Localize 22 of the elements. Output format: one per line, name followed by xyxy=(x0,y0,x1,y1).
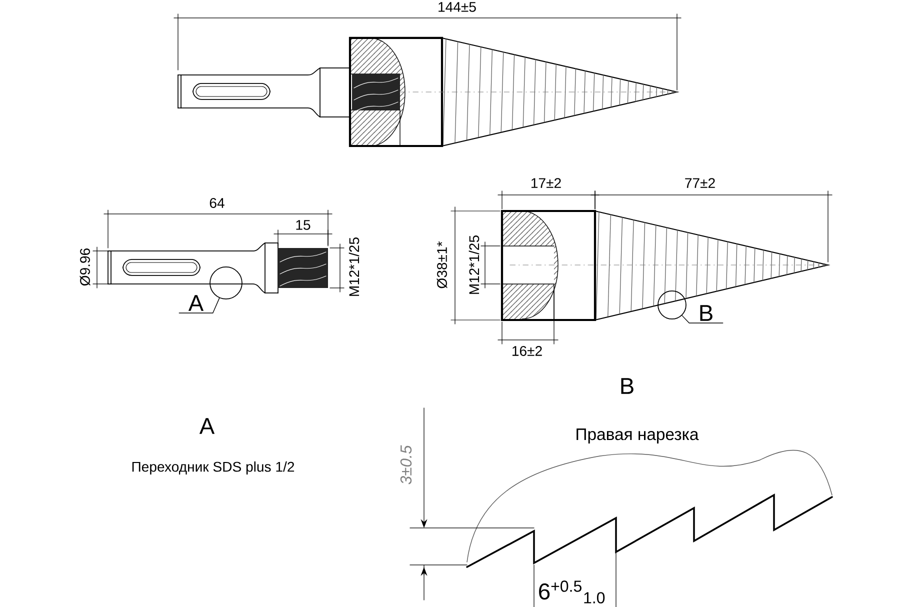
detail-circle xyxy=(210,266,242,300)
detail-title: Правая нарезка xyxy=(576,428,699,444)
dimension-label: 3±0.5 xyxy=(400,445,412,484)
dimension-label: 15 xyxy=(296,220,310,230)
dimension-label: M12*1/25 xyxy=(348,238,360,296)
view-title: A xyxy=(199,418,215,434)
dimension-label: M12*1/25 xyxy=(468,236,480,294)
view-title: B xyxy=(621,378,634,394)
dimension-label: 16±2 xyxy=(512,346,542,356)
dimension-label: 64 xyxy=(210,198,224,208)
callout-letter: B xyxy=(700,305,712,321)
part-caption: Переходник SDS plus 1/2 xyxy=(132,461,294,475)
dimension-label: 6$^{+0.5}$1.0 xyxy=(539,580,605,604)
dimension-label: Ø38±1* xyxy=(436,241,448,288)
leader-line xyxy=(178,298,220,314)
dimension-label: 77±2 xyxy=(685,178,715,188)
callout-letter: A xyxy=(188,295,204,311)
detail-circle xyxy=(658,290,686,320)
dimension-label: 144±5 xyxy=(438,2,476,12)
leader-line xyxy=(682,315,724,324)
dimension-label: Ø9.96 xyxy=(80,248,90,286)
dimension-label: 17±2 xyxy=(532,178,561,188)
